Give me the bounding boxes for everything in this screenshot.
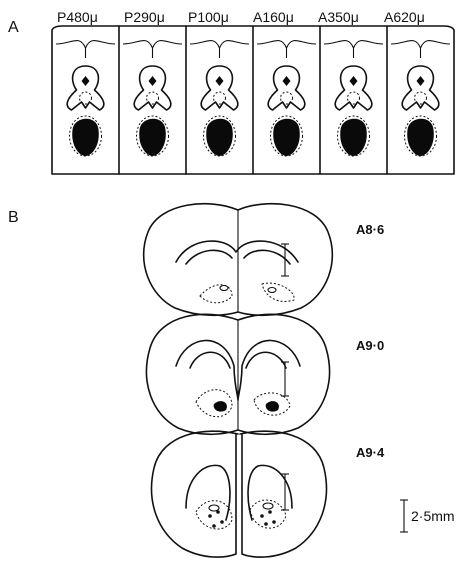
section-label-a8-6: A8·6 [356,222,384,237]
strip-section-1 [56,41,115,156]
section-label-p290: P290μ [124,9,165,25]
strip-section-5 [320,26,383,174]
strip-section-6 [387,26,450,174]
section-label-a9-4: A9·4 [356,445,385,460]
coronal-section-a9-4 [152,431,327,557]
section-label-p480: P480μ [57,9,98,25]
section-label-a9-0: A9·0 [356,338,384,353]
strip-section-3 [186,26,249,174]
panel-a-strip [52,26,454,174]
panel-a-label: A [8,19,19,36]
coronal-section-a9-0 [146,314,329,434]
section-label-a620: A620μ [384,9,425,25]
section-label-a160: A160μ [253,9,294,25]
scale-bar: 2·5mm [400,500,455,532]
strip-section-2 [119,26,182,174]
panel-a-section-labels: P480μ P290μ P100μ A160μ A350μ A620μ [57,9,425,25]
scale-bar-label: 2·5mm [411,508,455,524]
section-label-p100: P100μ [188,9,229,25]
strip-section-4 [253,26,316,174]
panel-b-label: B [8,209,19,226]
coronal-section-a8-6 [144,204,333,316]
section-label-a350: A350μ [318,9,359,25]
